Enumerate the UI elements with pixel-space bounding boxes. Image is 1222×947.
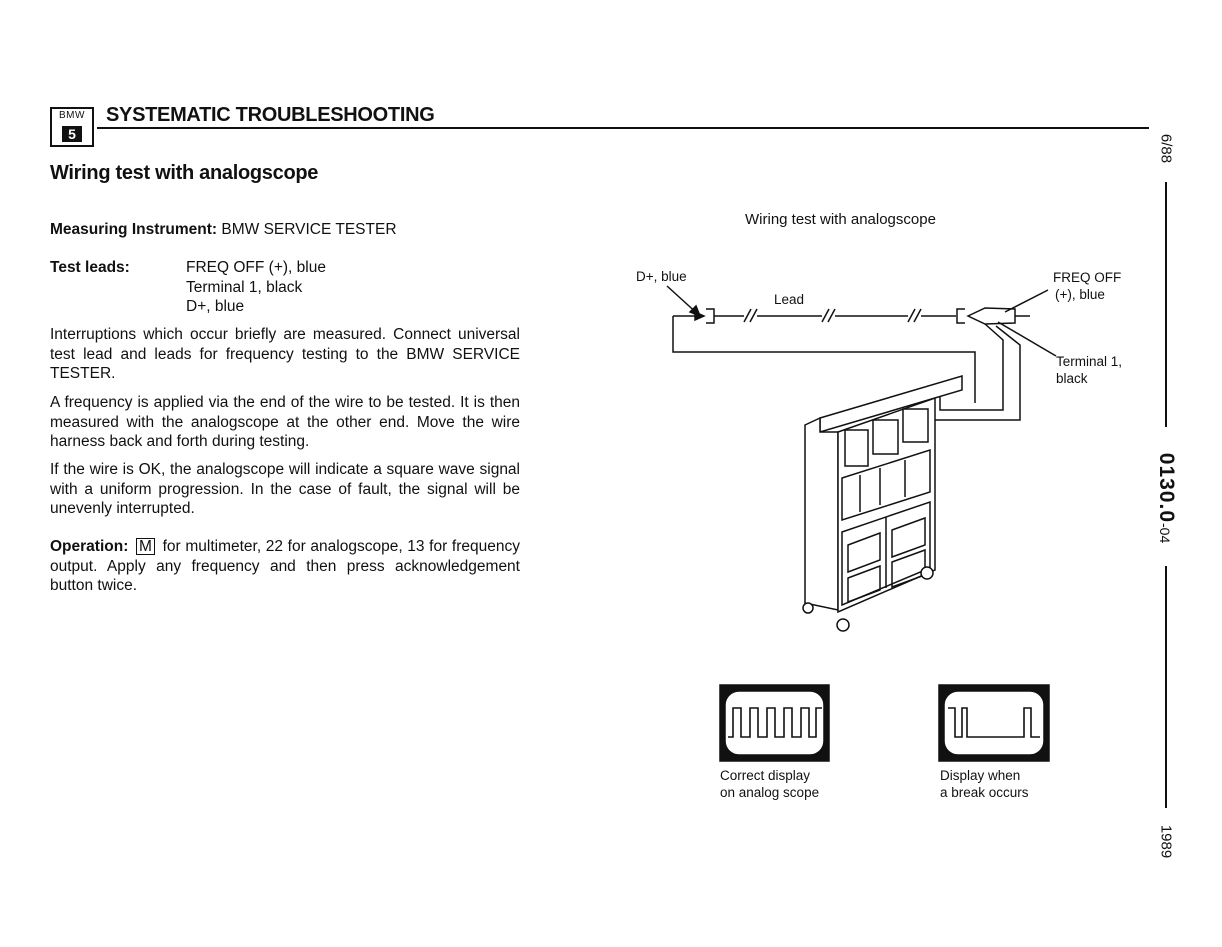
margin-rule bbox=[1165, 182, 1167, 427]
operation-label: Operation: bbox=[50, 538, 129, 555]
margin-rule bbox=[1165, 566, 1167, 808]
operation-paragraph: Operation: M for multimeter, 22 for anal… bbox=[50, 537, 520, 596]
diagram-title: Wiring test with analogscope bbox=[745, 211, 936, 228]
m-key-icon: M bbox=[136, 538, 155, 555]
caption-break-display: Display when a break occurs bbox=[940, 767, 1029, 801]
document-code: 0130.0 bbox=[1155, 452, 1178, 523]
test-lead-item: D+, blue bbox=[186, 298, 245, 315]
caption-correct-display: Correct display on analog scope bbox=[720, 767, 819, 801]
freq-pointer bbox=[1004, 289, 1049, 313]
label-terminal-line: Terminal 1, bbox=[1056, 354, 1123, 369]
test-leads-label: Test leads: bbox=[50, 259, 130, 276]
scope-display-break-icon bbox=[938, 684, 1050, 762]
margin-document-code: 0130.0-04 bbox=[1154, 433, 1178, 563]
header-rule bbox=[97, 127, 1149, 129]
instrument-label: Measuring Instrument: bbox=[50, 221, 218, 238]
label-terminal-1: Terminal 1, black bbox=[1056, 353, 1122, 387]
logo-brand: BMW bbox=[59, 110, 85, 121]
document-code-suffix: -04 bbox=[1157, 523, 1173, 544]
measuring-instrument: Measuring Instrument: BMW SERVICE TESTER bbox=[50, 220, 520, 240]
left-connector bbox=[706, 308, 715, 324]
right-connector bbox=[956, 308, 965, 324]
instrument-value: BMW SERVICE TESTER bbox=[221, 221, 397, 238]
caption-line: Display when bbox=[940, 768, 1021, 783]
test-lead-item: FREQ OFF (+), blue bbox=[186, 259, 326, 276]
test-leads-list: FREQ OFF (+), blue Terminal 1, black D+,… bbox=[186, 258, 486, 317]
wiring-diagram bbox=[666, 285, 1057, 762]
service-tester-icon bbox=[802, 374, 963, 632]
page-title: Wiring test with analogscope bbox=[50, 162, 319, 184]
margin-date: 6/88 bbox=[1157, 133, 1175, 164]
paragraph: A frequency is applied via the end of th… bbox=[50, 394, 520, 450]
label-freq-line: FREQ OFF bbox=[1053, 270, 1122, 285]
label-terminal-line: black bbox=[1056, 371, 1088, 386]
label-freq-line: (+), blue bbox=[1055, 287, 1105, 302]
bmw-5-logo: BMW 5 bbox=[50, 107, 94, 147]
label-freq-off: FREQ OFF (+), blue bbox=[1053, 269, 1121, 303]
section-header: SYSTEMATIC TROUBLESHOOTING bbox=[106, 104, 435, 126]
label-dplus: D+, blue bbox=[636, 269, 687, 284]
caption-line: a break occurs bbox=[940, 785, 1029, 800]
caption-line: Correct display bbox=[720, 768, 811, 783]
logo-series-number: 5 bbox=[62, 126, 82, 142]
caption-line: on analog scope bbox=[720, 785, 820, 800]
operation-text: for multimeter, 22 for analogscope, 13 f… bbox=[50, 538, 520, 594]
label-lead: Lead bbox=[774, 292, 805, 307]
paragraph: If the wire is OK, the analogscope will … bbox=[50, 461, 520, 517]
paragraph: Interruptions which occur briefly are me… bbox=[50, 326, 520, 382]
test-lead-item: Terminal 1, black bbox=[186, 278, 303, 296]
terminal-pointer bbox=[997, 321, 1057, 357]
scope-display-correct-icon bbox=[719, 684, 830, 762]
margin-year: 1989 bbox=[1157, 824, 1175, 859]
